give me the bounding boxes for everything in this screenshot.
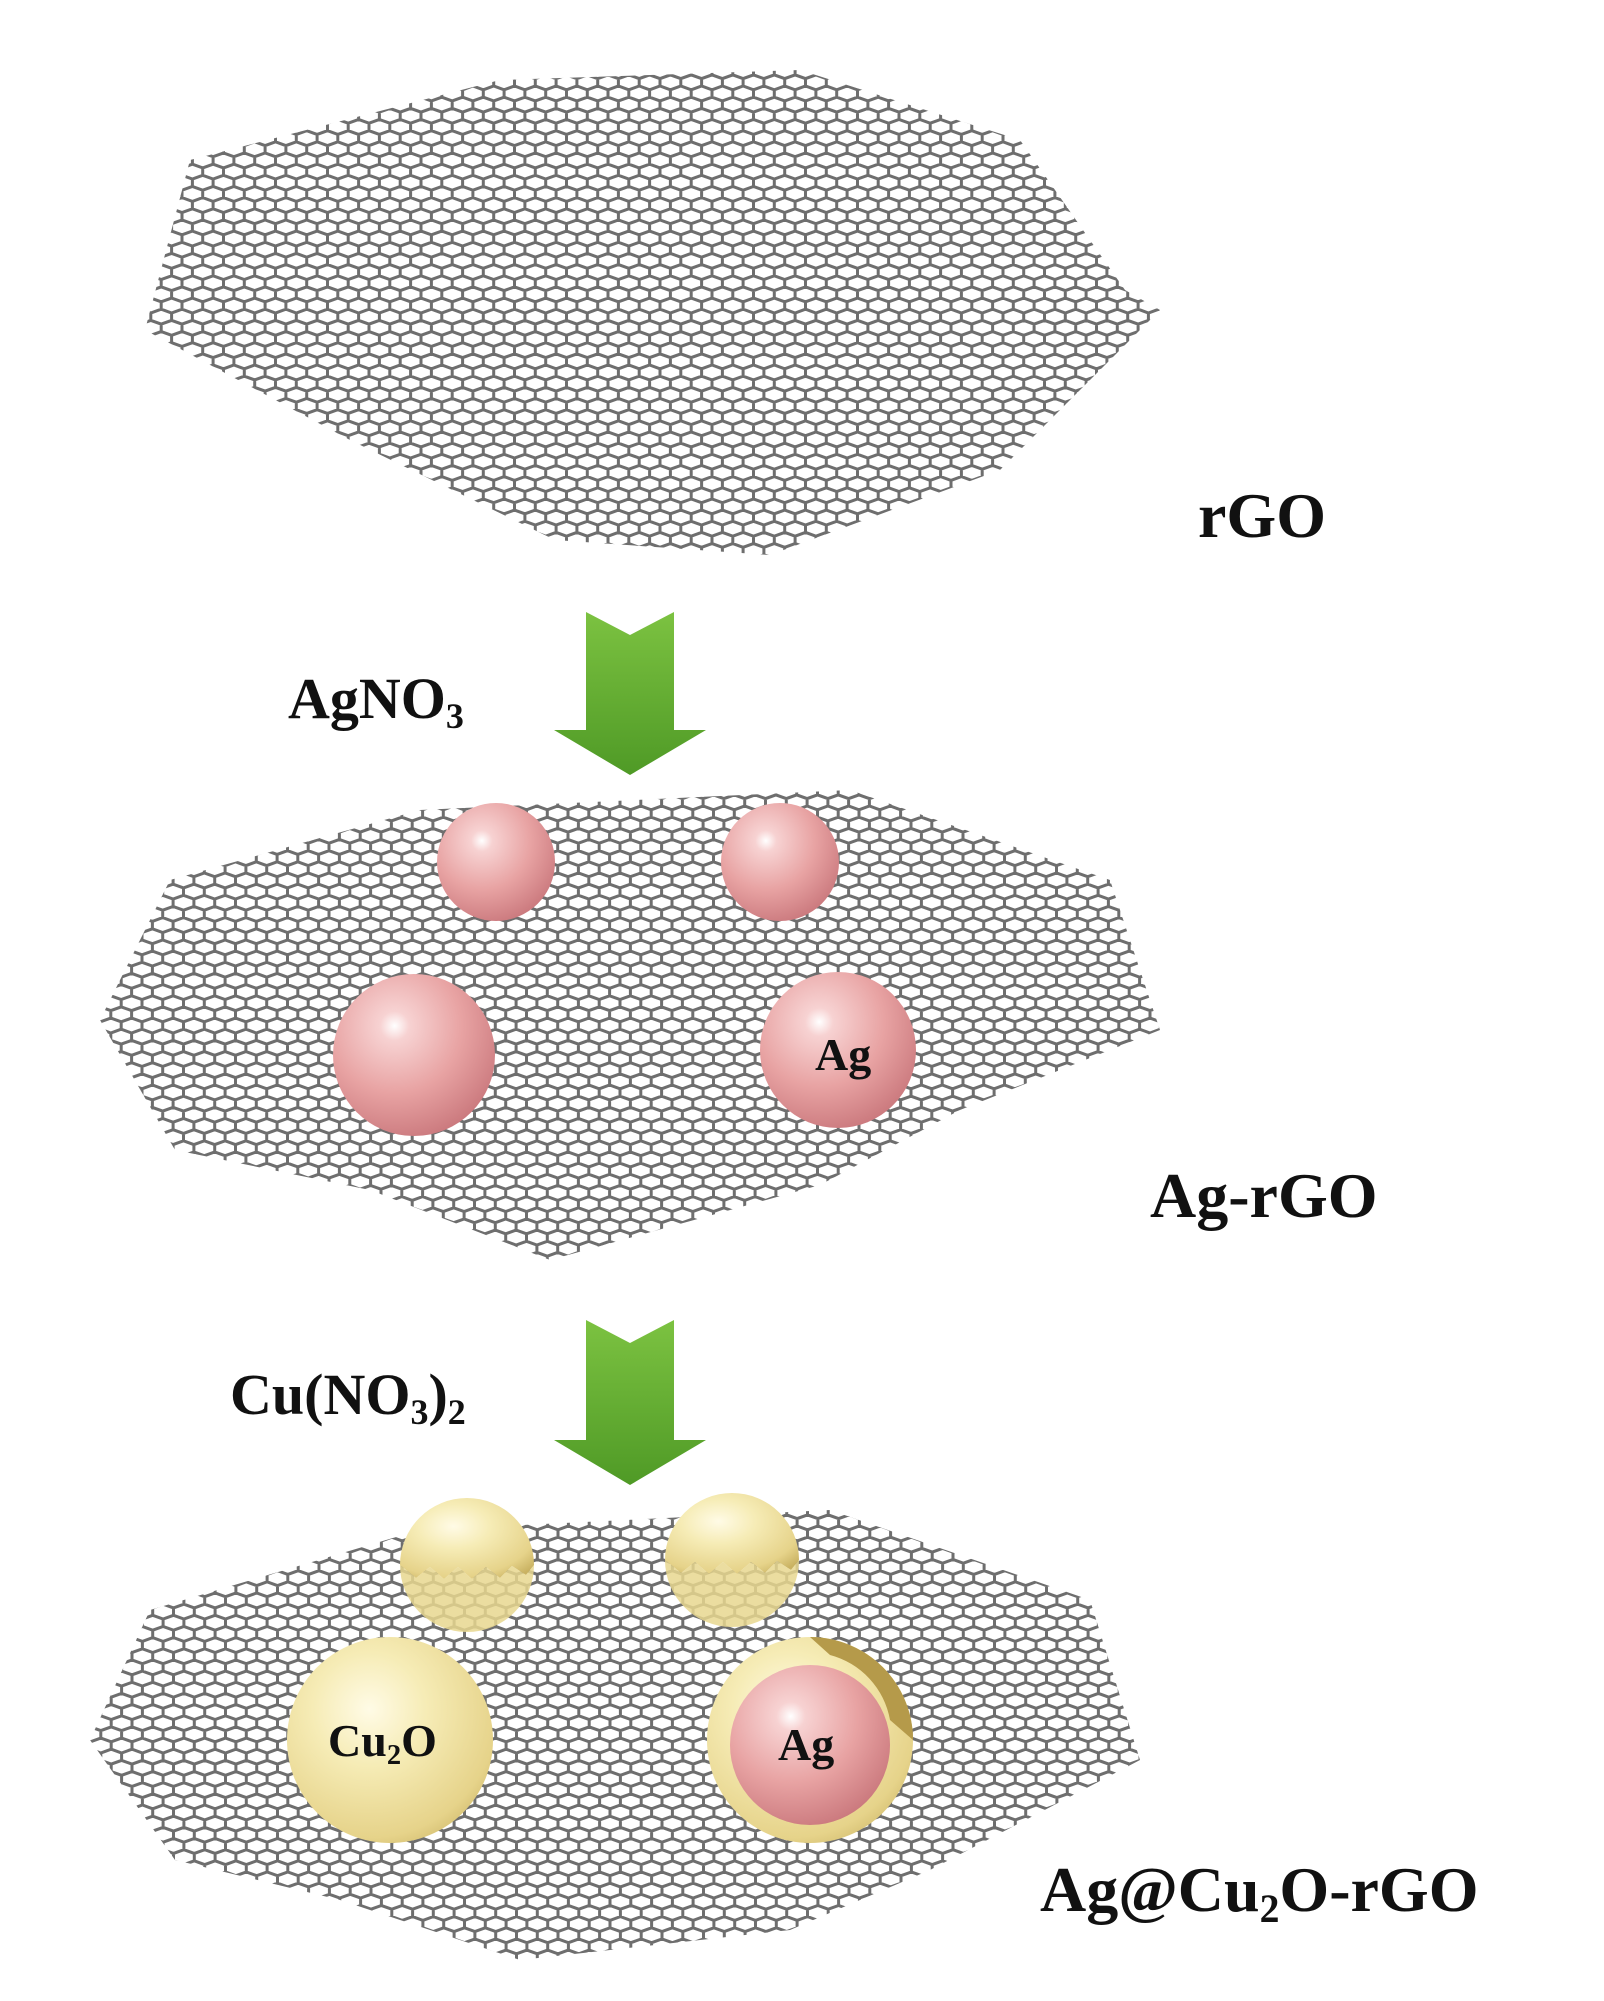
ag-particle-label: Ag	[815, 1029, 872, 1080]
rgo-sheet	[145, 70, 1160, 555]
arrow-step-1	[554, 612, 706, 775]
ag-cu2o-core-shell	[707, 1637, 913, 1843]
graphene-lattice	[145, 70, 1160, 555]
ag-particles	[333, 803, 916, 1136]
ag-particle	[333, 974, 495, 1136]
reagent-label-agno3: AgNO3	[288, 666, 464, 737]
ag-core-label: Ag	[778, 1719, 835, 1770]
ag-particle	[760, 972, 916, 1128]
ag-particle	[721, 803, 839, 921]
cu2o-halfshell	[400, 1498, 534, 1632]
cu2o-halfshell	[665, 1493, 799, 1627]
graphene-lattice	[100, 790, 1160, 1260]
ag-particle	[437, 803, 555, 921]
cu2o-particles	[287, 1493, 913, 1843]
cu2o-sphere	[287, 1637, 493, 1843]
graphene-lattice	[90, 1510, 1140, 1960]
cu2o-particle-label: Cu2O	[328, 1715, 437, 1771]
reagent-label-cu-no3-2: Cu(NO3)2	[230, 1362, 466, 1433]
stage-label-rgo: rGO	[1198, 480, 1326, 551]
stage-label-ag-rgo: Ag-rGO	[1150, 1160, 1378, 1231]
stage-label-ag-cu2o-rgo: Ag@Cu2O-rGO	[1040, 1854, 1479, 1932]
ag-cu2o-rgo-sheet	[90, 1510, 1140, 1960]
ag-rgo-sheet	[100, 790, 1160, 1260]
arrow-step-2	[554, 1320, 706, 1485]
